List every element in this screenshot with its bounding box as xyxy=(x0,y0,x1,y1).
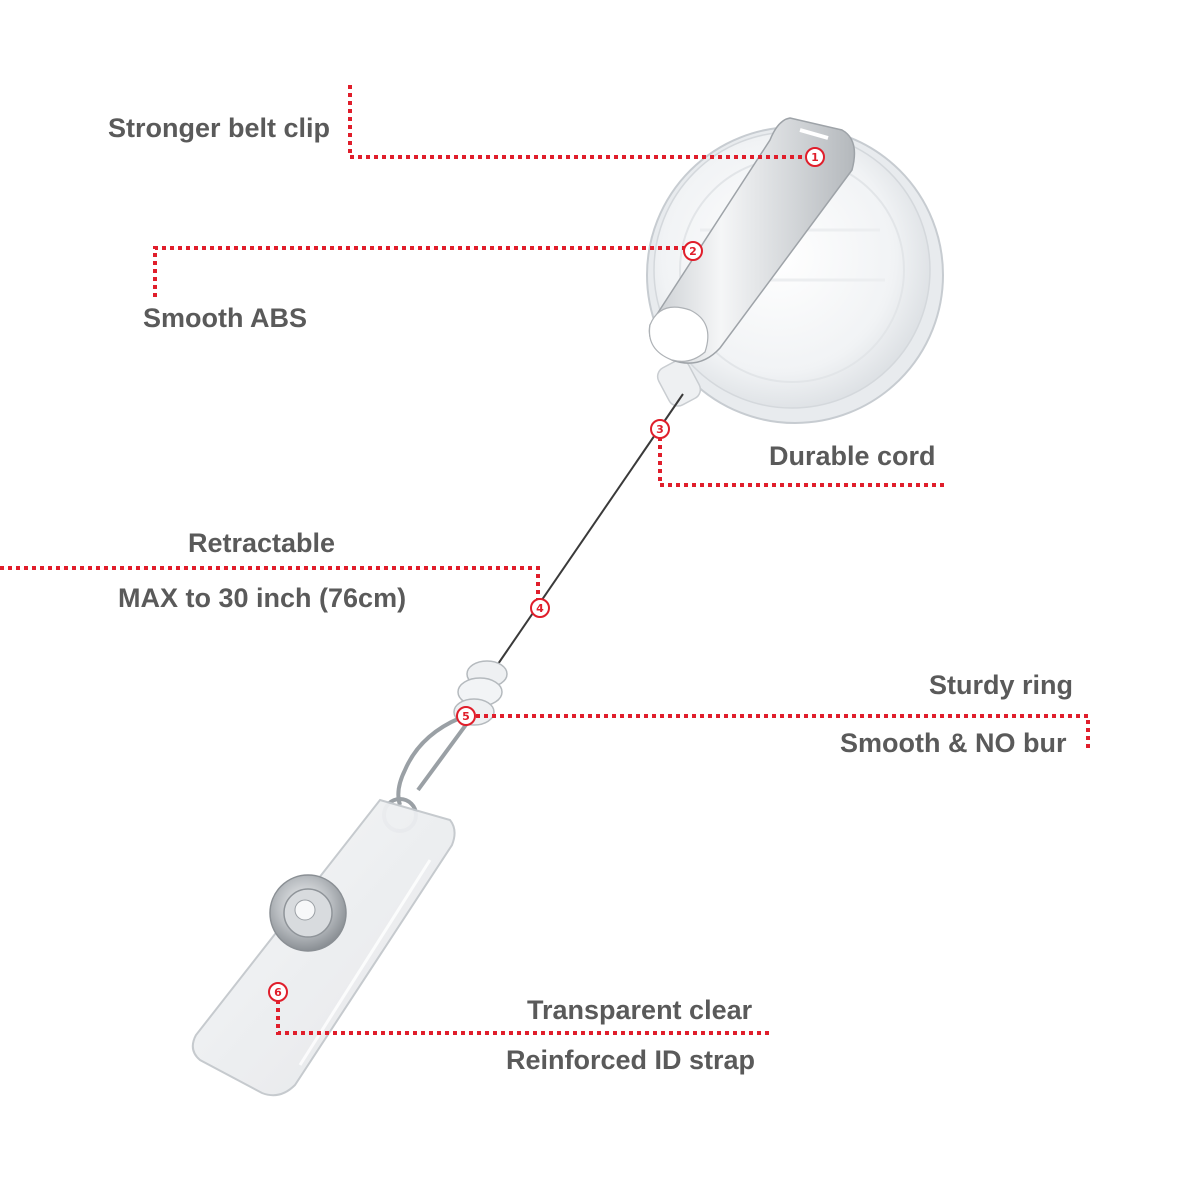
callout-5-label-line1: Sturdy ring xyxy=(929,670,1074,700)
callout-number-2: 2 xyxy=(689,245,697,258)
retractable-cord xyxy=(497,393,684,665)
callout-6-label-line2: Reinforced ID strap xyxy=(506,1045,756,1075)
callout-1-label: Stronger belt clip xyxy=(108,113,331,143)
callout-number-5: 5 xyxy=(462,710,470,723)
snap-button xyxy=(269,874,347,952)
callout-marker-4: 4 xyxy=(530,598,550,618)
callout-marker-5: 5 xyxy=(456,706,476,726)
callout-number-4: 4 xyxy=(536,602,544,615)
leader-line-3 xyxy=(658,429,948,487)
callout-number-6: 6 xyxy=(274,986,282,999)
callout-3-label: Durable cord xyxy=(769,441,936,471)
leader-line-4 xyxy=(0,566,540,608)
leader-line-6 xyxy=(276,992,773,1035)
callout-marker-6: 6 xyxy=(268,982,288,1002)
callout-marker-3: 3 xyxy=(650,419,670,439)
leader-line-5 xyxy=(468,714,1090,748)
callout-5-label-line2: Smooth & NO bur xyxy=(840,728,1067,758)
callout-marker-2: 2 xyxy=(683,241,703,261)
callout-number-1: 1 xyxy=(811,151,819,164)
callout-6-label-line1: Transparent clear xyxy=(527,995,753,1025)
leader-line-2 xyxy=(153,246,693,297)
callout-number-3: 3 xyxy=(656,423,664,436)
callout-4-label-line1: Retractable xyxy=(188,528,336,558)
belt-clip xyxy=(648,117,856,364)
callout-4-label-line2: MAX to 30 inch (76cm) xyxy=(118,583,407,613)
callout-marker-1: 1 xyxy=(805,147,825,167)
callout-leaders xyxy=(0,85,1090,1035)
callout-markers: 1 2 3 4 5 6 xyxy=(268,147,825,1002)
leader-line-1 xyxy=(348,85,815,159)
callout-2-label: Smooth ABS xyxy=(143,303,307,333)
